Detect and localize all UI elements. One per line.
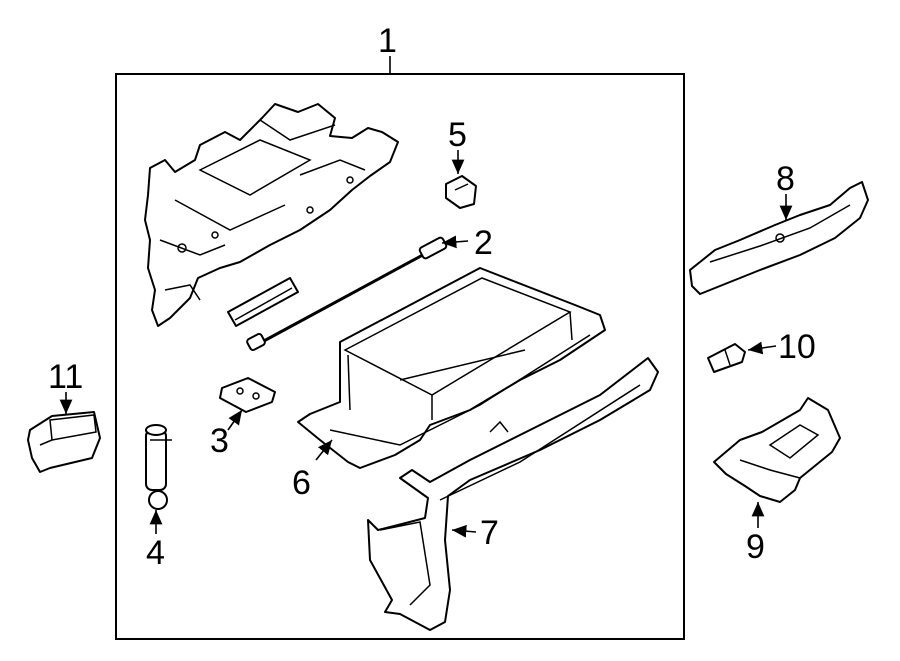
callout-6: 6 bbox=[292, 464, 311, 502]
callout-7-leader bbox=[451, 524, 477, 538]
damper-cylinder bbox=[145, 424, 172, 510]
callout-6-leader bbox=[315, 439, 333, 461]
glove-box-door bbox=[367, 357, 659, 631]
callout-4: 4 bbox=[146, 534, 165, 572]
callout-3-leader bbox=[227, 409, 243, 431]
lamp-housing-part-9 bbox=[713, 397, 841, 503]
callout-7: 7 bbox=[480, 514, 499, 552]
callout-10: 10 bbox=[778, 328, 816, 366]
callout-9: 9 bbox=[746, 528, 765, 566]
callout-1: 1 bbox=[378, 22, 397, 60]
callout-2: 2 bbox=[474, 224, 493, 262]
clip-part-5 bbox=[445, 175, 477, 209]
callout-2-leader bbox=[441, 235, 469, 249]
latch-plate bbox=[219, 377, 276, 413]
striker-strip bbox=[227, 277, 299, 327]
switch-part-11 bbox=[27, 411, 101, 473]
callout-11: 11 bbox=[48, 358, 83, 396]
callout-8: 8 bbox=[776, 160, 795, 198]
bracket-part-8 bbox=[689, 181, 869, 295]
assembly-frame bbox=[115, 73, 685, 640]
glove-box-housing-bracket bbox=[144, 103, 399, 327]
glove-box-bin bbox=[297, 267, 606, 469]
callout-5: 5 bbox=[448, 116, 467, 154]
callout-10-leader bbox=[747, 341, 777, 355]
bulb-part-10 bbox=[707, 343, 746, 373]
callout-3: 3 bbox=[210, 422, 229, 460]
